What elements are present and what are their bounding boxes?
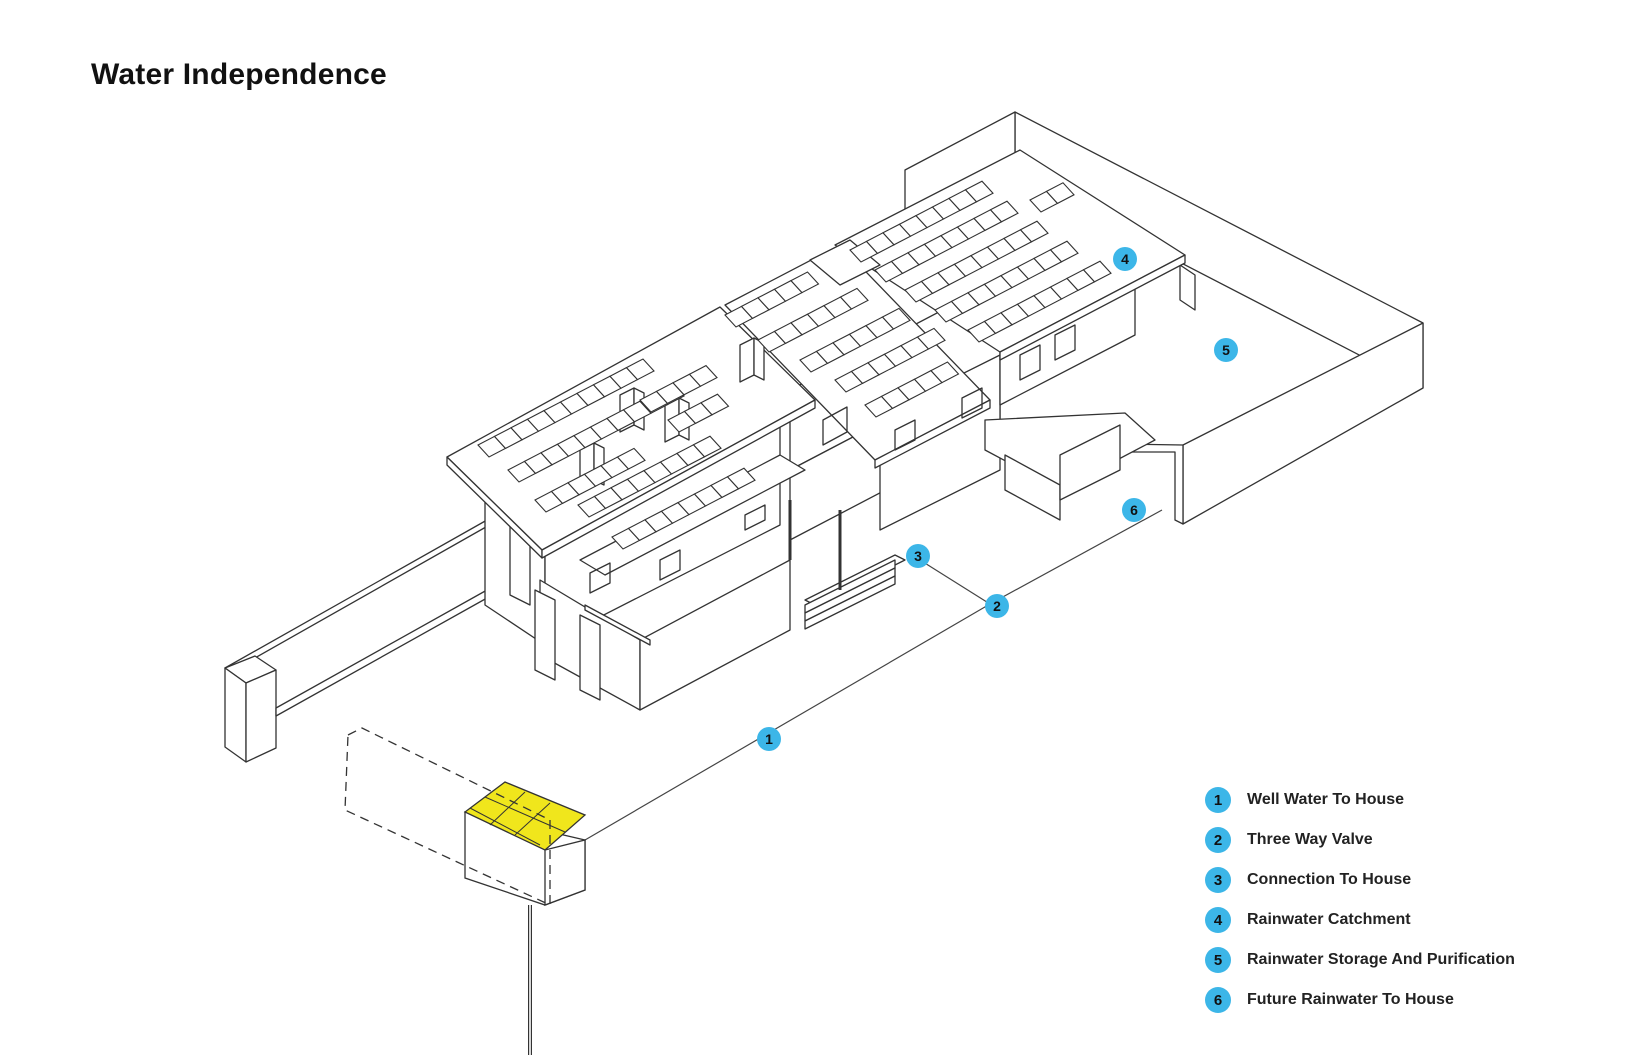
solar-panel: [790, 271, 820, 294]
solar-panel: [726, 467, 756, 490]
legend-label: Well Water To House: [1247, 791, 1405, 808]
left-garden-wall: [224, 519, 494, 763]
solar-panel: [839, 287, 869, 310]
marker-1[interactable]: 1: [757, 727, 781, 751]
legend-label: Three Way Valve: [1247, 831, 1373, 848]
solar-panel: [616, 447, 646, 470]
page-title: Water Independence: [91, 58, 387, 91]
solar-panel: [700, 393, 730, 416]
legend-item-5: 5 Rainwater Storage And Purification: [1205, 940, 1515, 980]
legend-item-6: 6 Future Rainwater To House: [1205, 980, 1515, 1020]
solar-panel: [989, 200, 1019, 223]
solar-panel: [964, 180, 994, 203]
solar-panel: [1049, 240, 1079, 263]
marker-6[interactable]: 6: [1122, 498, 1146, 522]
solar-panel: [1082, 260, 1112, 283]
legend-label: Rainwater Catchment: [1247, 911, 1411, 928]
legend-label: Connection To House: [1247, 871, 1412, 888]
solar-panel: [625, 358, 655, 381]
well-water-pipe: [584, 603, 991, 841]
solar-panel: [1045, 182, 1075, 205]
legend-item-1: 1 Well Water To House: [1205, 780, 1515, 820]
marker-5[interactable]: 5: [1214, 338, 1238, 362]
solar-panel: [1019, 220, 1049, 243]
legend-label: Future Rainwater To House: [1247, 991, 1454, 1008]
legend-badge: 5: [1205, 947, 1231, 973]
solar-panel: [930, 361, 960, 384]
legend-item-3: 3 Connection To House: [1205, 860, 1515, 900]
windows: [589, 324, 1076, 594]
legend-badge: 3: [1205, 867, 1231, 893]
legend-badge: 1: [1205, 787, 1231, 813]
solar-panel: [916, 327, 946, 350]
legend-badge: 2: [1205, 827, 1231, 853]
marker-3[interactable]: 3: [906, 544, 930, 568]
solar-panel: [688, 364, 718, 387]
tank-top: [463, 781, 587, 851]
legend-item-4: 4 Rainwater Catchment: [1205, 900, 1515, 940]
legend-badge: 6: [1205, 987, 1231, 1013]
solar-panel: [692, 435, 722, 458]
porch-stairs: [788, 500, 906, 630]
legend-item-2: 2 Three Way Valve: [1205, 820, 1515, 860]
solar-panel-array: [477, 180, 1112, 550]
legend: 1 Well Water To House 2 Three Way Valve …: [1205, 780, 1515, 1020]
legend-label: Rainwater Storage And Purification: [1247, 951, 1515, 968]
left-roof: [446, 306, 816, 576]
legend-badge: 4: [1205, 907, 1231, 933]
future-rainwater-pipe: [989, 509, 1163, 605]
solar-panel: [881, 307, 911, 330]
well-tank: [344, 727, 587, 1055]
marker-4[interactable]: 4: [1113, 247, 1137, 271]
marker-2[interactable]: 2: [985, 594, 1009, 618]
